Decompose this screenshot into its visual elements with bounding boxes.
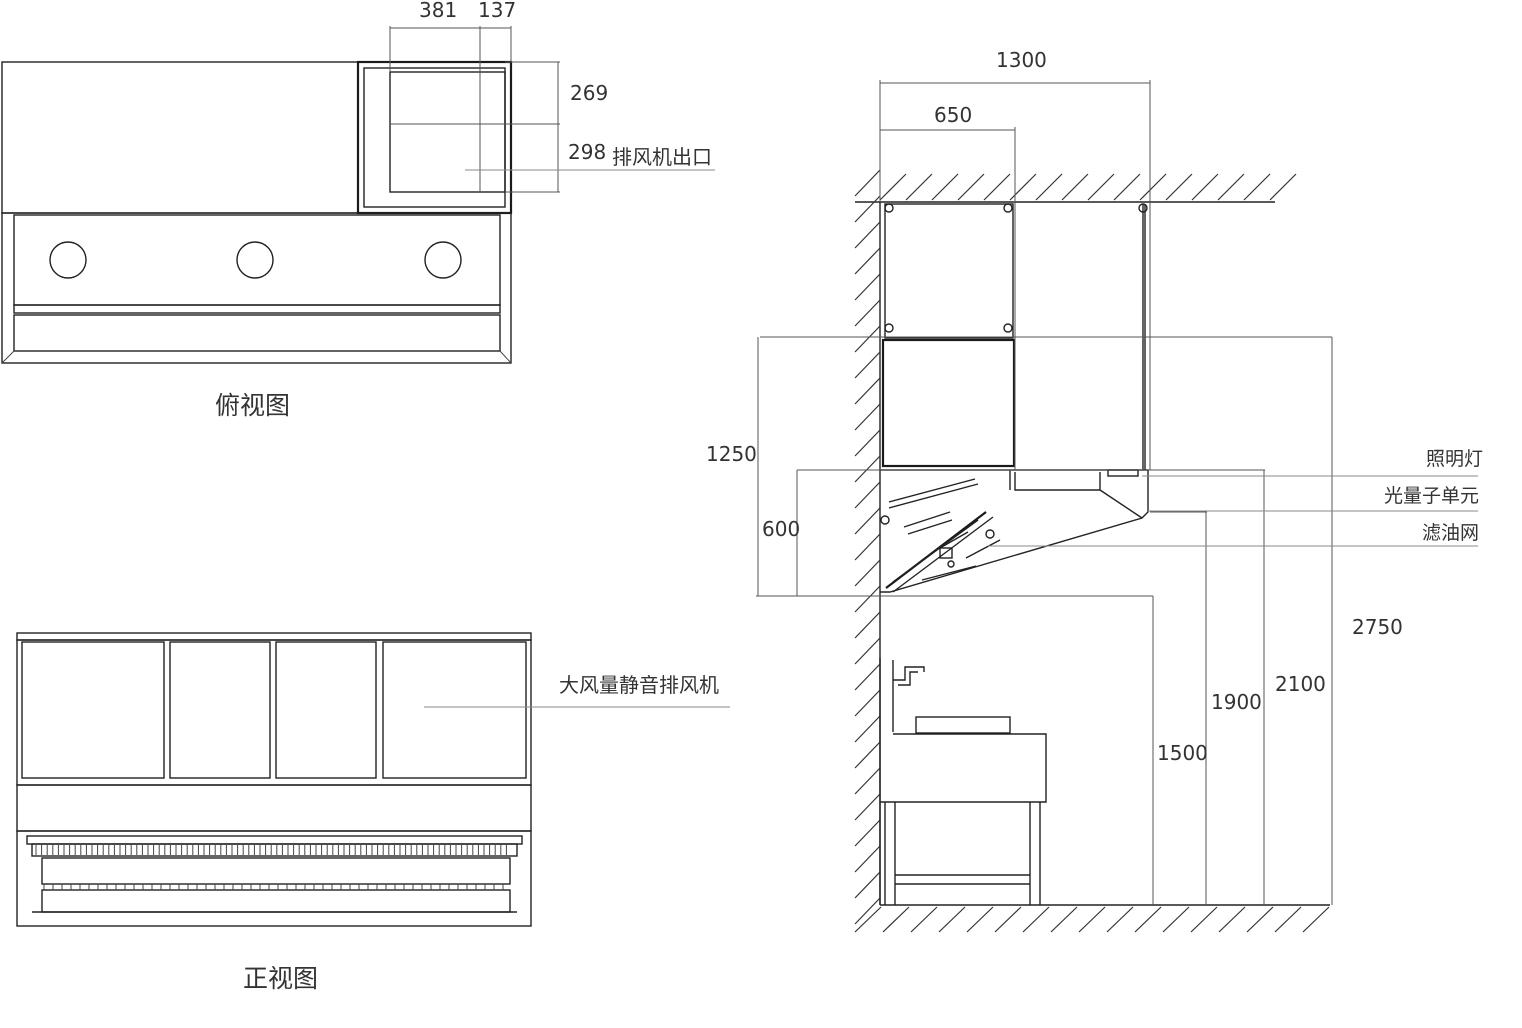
dim-1900: 1900 [1211, 690, 1262, 714]
label-silent-fan: 大风量静音排风机 [559, 673, 719, 697]
floor-hatch [854, 906, 1330, 933]
side-section: 1300 650 1250 600 1500 1900 2100 2750 照明… [706, 48, 1483, 933]
label-photon-unit: 光量子单元 [1384, 485, 1479, 507]
dim-1250: 1250 [706, 442, 757, 466]
front-view: 大风量静音排风机 正视图 [16, 632, 730, 993]
filter-grille [35, 845, 507, 890]
dim-137: 137 [478, 0, 516, 22]
top-view: 381 137 269 298 排风机出口 俯视图 [1, 0, 715, 420]
label-fan-outlet: 排风机出口 [612, 145, 712, 169]
dim-381: 381 [419, 0, 457, 22]
dim-2100: 2100 [1275, 672, 1326, 696]
top-view-title: 俯视图 [215, 391, 290, 420]
dim-1500: 1500 [1157, 741, 1208, 765]
label-lighting: 照明灯 [1426, 448, 1483, 470]
dim-298: 298 [568, 140, 606, 164]
dim-269: 269 [570, 81, 608, 105]
ceiling-hatch [879, 173, 1297, 201]
dim-650: 650 [934, 103, 972, 127]
label-oil-filter: 滤油网 [1422, 522, 1479, 544]
dim-600: 600 [762, 517, 800, 541]
burner-holes [49, 241, 462, 279]
front-view-title: 正视图 [243, 964, 318, 993]
dim-1300: 1300 [996, 48, 1047, 72]
wall-hatch [854, 169, 881, 925]
dim-2750: 2750 [1352, 615, 1403, 639]
